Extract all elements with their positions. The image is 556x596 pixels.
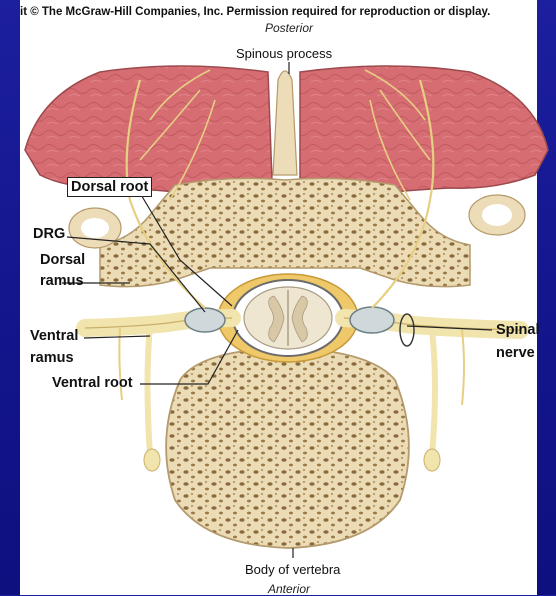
vertebral-arch	[100, 178, 470, 286]
label-dorsal-root: Dorsal root	[67, 177, 152, 197]
right-ventral-ramus	[432, 330, 435, 455]
label-spinous-process: Spinous process	[236, 46, 332, 61]
label-drg: DRG	[33, 226, 65, 242]
orientation-posterior: Posterior	[229, 21, 349, 35]
label-spinal-nerve-line1: Spinal	[496, 322, 540, 338]
orientation-anterior: Anterior	[229, 582, 349, 596]
label-ventral-root: Ventral root	[52, 375, 133, 391]
label-ventral-ramus-line2: ramus	[30, 350, 74, 366]
right-dorsal-root-ganglion	[350, 307, 394, 333]
left-ventral-ramus	[148, 326, 151, 455]
label-body-of-vertebra: Body of vertebra	[245, 562, 340, 577]
label-ventral-ramus-line1: Ventral	[30, 328, 78, 344]
label-dorsal-ramus-line1: Dorsal	[40, 252, 85, 268]
spinous-process	[273, 71, 297, 175]
label-dorsal-ramus-line2: ramus	[40, 273, 84, 289]
label-spinal-nerve-line2: nerve	[496, 345, 535, 361]
vertebral-body	[166, 348, 409, 548]
right-deep-back-muscle	[300, 66, 548, 196]
